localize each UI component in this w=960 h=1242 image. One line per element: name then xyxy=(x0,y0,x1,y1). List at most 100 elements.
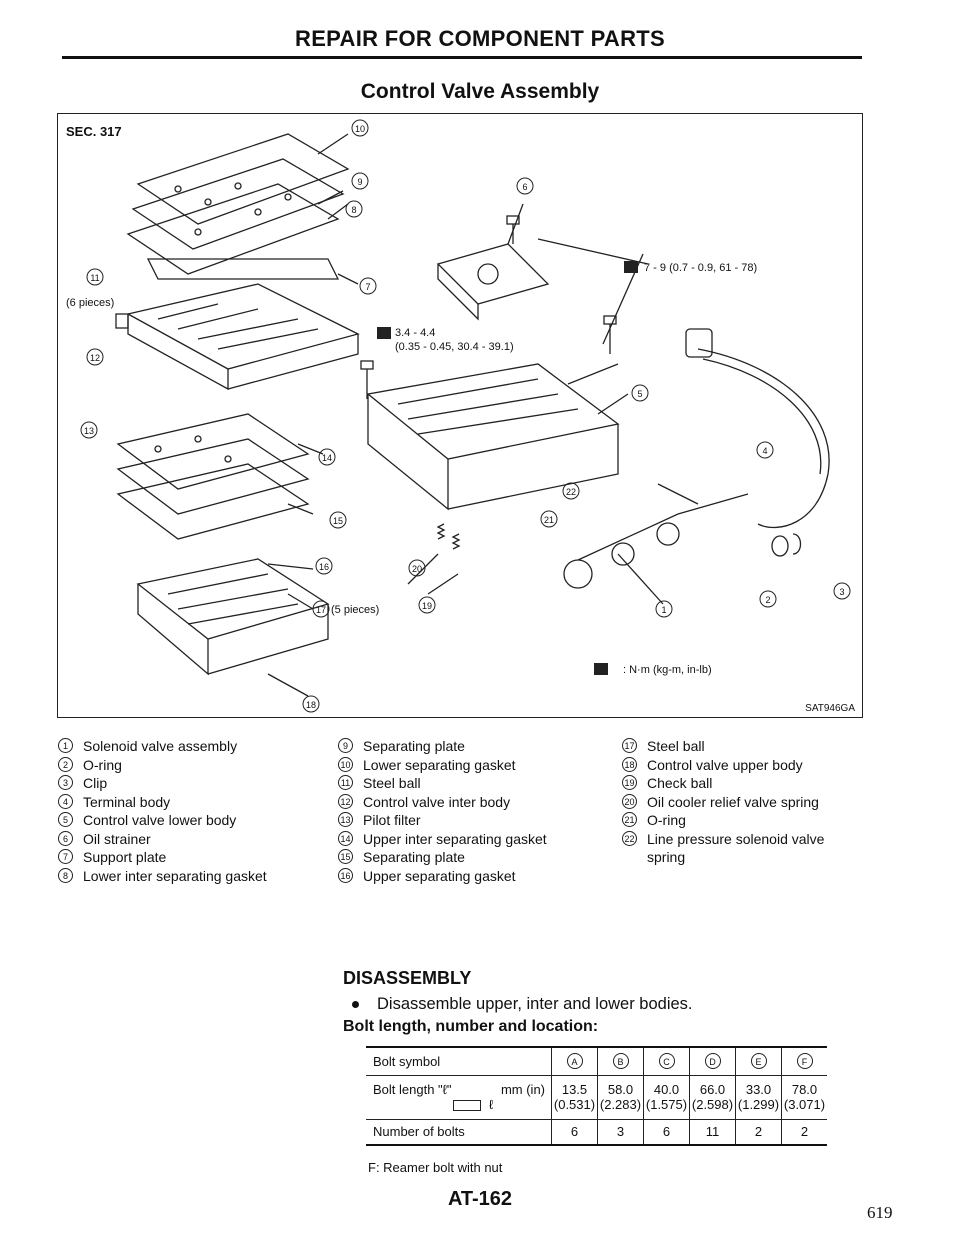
torque-spec-strainer: 7 - 9 (0.7 - 0.9, 61 - 78) xyxy=(644,262,757,274)
bolt-symbol-label: Bolt symbol xyxy=(366,1046,552,1076)
callout-numbers: 10 9 8 6 7 11 12 13 5 4 14 22 21 15 16 2… xyxy=(80,119,851,713)
bolt-symbol-e: E xyxy=(750,1053,767,1070)
torque-spec-body-line2: (0.35 - 0.45, 30.4 - 39.1) xyxy=(395,341,514,353)
svg-text:16: 16 xyxy=(319,562,329,572)
callout-19: 19 xyxy=(418,596,436,614)
table-row: Number of bolts 6 3 6 11 2 2 xyxy=(366,1118,827,1146)
bolt-count-label: Number of bolts xyxy=(366,1118,552,1146)
callout-11: 11 xyxy=(86,268,104,286)
svg-text:9: 9 xyxy=(357,177,362,187)
callout-17: 17 xyxy=(312,600,330,618)
svg-text:6: 6 xyxy=(522,182,527,192)
callout-2: 2 xyxy=(759,590,777,608)
figure-id: SAT946GA xyxy=(805,703,855,714)
bolt-count-a: 6 xyxy=(551,1118,598,1146)
table-row: Bolt symbol A B C D E F xyxy=(366,1046,827,1076)
svg-text:10: 10 xyxy=(355,124,365,134)
callout-22: 22 xyxy=(562,482,580,500)
callout-21: 21 xyxy=(540,510,558,528)
bolt-count-e: 2 xyxy=(735,1118,782,1146)
lower-gasket-stack xyxy=(116,413,310,540)
svg-text:2: 2 xyxy=(765,595,770,605)
svg-text:14: 14 xyxy=(322,453,332,463)
header-rule xyxy=(62,56,862,59)
sec-label: SEC. 317 xyxy=(66,124,122,139)
svg-text:18: 18 xyxy=(306,700,316,710)
svg-text:20: 20 xyxy=(412,564,422,574)
callout-6: 6 xyxy=(516,177,534,195)
exploded-view-figure: 10 9 8 6 7 11 12 13 5 4 14 22 21 15 16 2… xyxy=(57,113,863,718)
svg-text:8: 8 xyxy=(351,205,356,215)
callout-15: 15 xyxy=(329,511,347,529)
callout-12: 12 xyxy=(86,348,104,366)
bolt-length-f: 78.0(3.071) xyxy=(781,1074,827,1120)
svg-text:15: 15 xyxy=(333,516,343,526)
bolt-symbol-f: F xyxy=(796,1053,813,1070)
torque-spec-body-line1: 3.4 - 4.4 xyxy=(395,327,435,339)
svg-text:21: 21 xyxy=(544,515,554,525)
callout-8: 8 xyxy=(345,200,363,218)
bolt-icon xyxy=(453,1100,481,1112)
support-plate xyxy=(146,258,340,280)
lower-body xyxy=(366,363,620,511)
disassembly-bullet: Disassemble upper, inter and lower bodie… xyxy=(352,995,693,1014)
exploded-view-drawing: 10 9 8 6 7 11 12 13 5 4 14 22 21 15 16 2… xyxy=(66,119,855,714)
connector xyxy=(685,328,713,358)
callout-9: 9 xyxy=(351,172,369,190)
svg-text:5: 5 xyxy=(637,389,642,399)
section-title: Control Valve Assembly xyxy=(360,80,600,103)
page-number: 619 xyxy=(867,1203,893,1222)
bolt-count-c: 6 xyxy=(643,1118,690,1146)
bolt-length-label: Bolt length "ℓ"mm (in) ℓ xyxy=(366,1074,552,1120)
svg-text:7: 7 xyxy=(365,282,370,292)
disassembly-title: DISASSEMBLY xyxy=(343,968,472,988)
callout-16: 16 xyxy=(315,557,333,575)
upper-gasket-stack xyxy=(126,133,350,275)
bolt-length-b: 58.0(2.283) xyxy=(597,1074,644,1120)
callout-20: 20 xyxy=(408,559,426,577)
bolt-table: Bolt symbol A B C D E F Bolt length "ℓ"m… xyxy=(366,1046,827,1146)
torque-units-note: : N·m (kg-m, in-lb) xyxy=(623,664,712,676)
callout-1: 1 xyxy=(655,600,673,618)
torque-icon xyxy=(377,261,638,675)
callout-3: 3 xyxy=(833,582,851,600)
disassembly-subtitle: Bolt length, number and location: xyxy=(343,1018,599,1035)
bolt-count-b: 3 xyxy=(597,1118,644,1146)
table-footnote: F: Reamer bolt with nut xyxy=(368,1160,503,1175)
bolt-count-d: 11 xyxy=(689,1118,736,1146)
svg-text:13: 13 xyxy=(84,426,94,436)
bolt-count-f: 2 xyxy=(781,1118,827,1146)
svg-text:17: 17 xyxy=(316,605,326,615)
bolt-symbol-c: C xyxy=(658,1053,675,1070)
wire-harness xyxy=(697,348,830,529)
bolt-symbol-d: D xyxy=(704,1053,721,1070)
svg-text:22: 22 xyxy=(566,487,576,497)
callout-7: 7 xyxy=(359,277,377,295)
bolt-length-d: 66.0(2.598) xyxy=(689,1074,736,1120)
callout-18: 18 xyxy=(302,695,320,713)
svg-text:11: 11 xyxy=(90,273,99,283)
page-id: AT-162 xyxy=(447,1188,513,1210)
svg-text:1: 1 xyxy=(661,605,666,615)
